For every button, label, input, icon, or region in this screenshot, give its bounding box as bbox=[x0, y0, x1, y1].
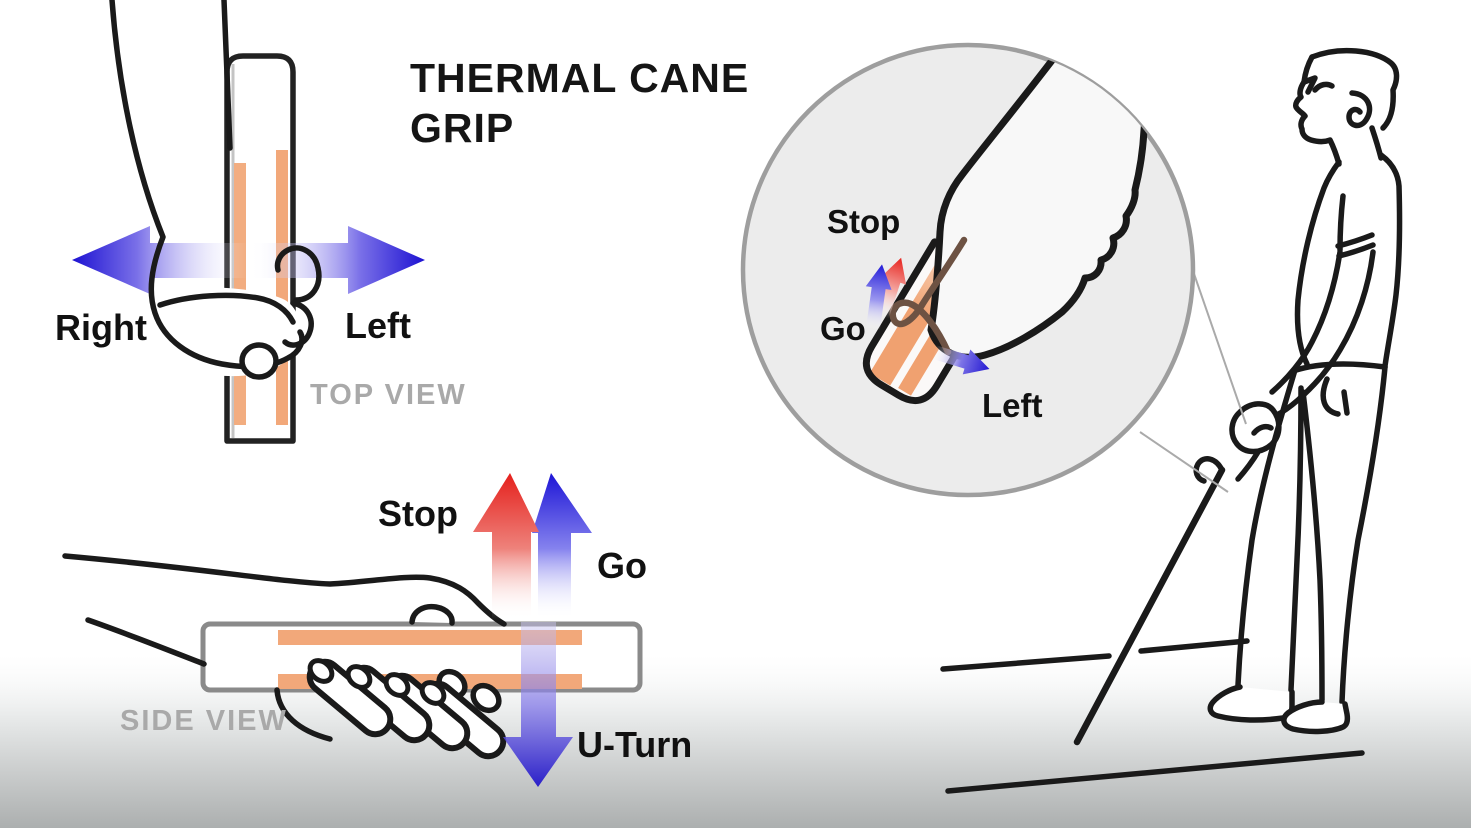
right-direction-arrow bbox=[72, 226, 256, 294]
figure-front-leg-front bbox=[1235, 367, 1298, 688]
figure-back bbox=[1378, 152, 1403, 369]
figure-face-profile bbox=[1293, 79, 1342, 167]
figure-pocket bbox=[1320, 376, 1341, 417]
top-view-caption: TOP VIEW bbox=[310, 379, 467, 411]
thermal-strip-right bbox=[276, 150, 288, 425]
top-view-label-left: Left bbox=[345, 305, 411, 346]
figure-front-leg-back bbox=[1288, 385, 1304, 693]
top-view-knuckle-upper bbox=[274, 245, 322, 303]
top-view-knuckle-lower bbox=[282, 300, 314, 348]
side-view-arm-bottom bbox=[85, 617, 207, 667]
figure-back-shoe bbox=[1281, 699, 1351, 735]
uturn-arrow bbox=[503, 622, 573, 787]
top-view-thumb-tip bbox=[239, 342, 279, 380]
inset-label-stop: Stop bbox=[827, 203, 900, 240]
figure-hair bbox=[1309, 47, 1400, 131]
figure-eyebrow bbox=[1312, 81, 1335, 93]
callout-line-lower bbox=[1139, 431, 1229, 493]
side-thermal-strip-top bbox=[278, 630, 582, 645]
inset-label-go: Go bbox=[820, 310, 866, 347]
inset-cane-lower-outline bbox=[862, 238, 988, 405]
go-arrow bbox=[532, 473, 592, 624]
inset-left-arrow bbox=[931, 345, 990, 375]
callout-line-upper bbox=[1191, 267, 1247, 425]
side-view-arm-top bbox=[62, 553, 507, 627]
side-view-diagram: Stop Go U-Turn SIDE VIEW bbox=[62, 473, 692, 787]
side-view-fingernails bbox=[307, 658, 447, 706]
top-view-arm-left-edge bbox=[109, 0, 305, 370]
ground-line-upper-left bbox=[940, 653, 1112, 672]
ground-line-upper-right bbox=[1138, 638, 1250, 654]
ground-line-lower bbox=[945, 750, 1365, 794]
cane-handle bbox=[1193, 456, 1225, 484]
side-view-caption: SIDE VIEW bbox=[120, 705, 288, 737]
top-view-label-right: Right bbox=[55, 307, 147, 348]
figure-arm-front-edge bbox=[1269, 249, 1343, 395]
figure-waist bbox=[1290, 361, 1388, 374]
left-direction-arrow bbox=[242, 226, 425, 294]
figure-sleeve-band-1 bbox=[1335, 232, 1375, 249]
top-view-arm-right-edge bbox=[221, 0, 233, 151]
side-view-palm bbox=[274, 687, 333, 742]
figure-chest bbox=[1294, 159, 1342, 367]
figure-pocket-seam bbox=[1341, 389, 1350, 416]
pedestrian-cane bbox=[1073, 466, 1226, 746]
magnified-grip-inset: Stop Go Left bbox=[740, 42, 1247, 498]
inset-thumb bbox=[889, 236, 968, 356]
figure-fist-thumb bbox=[1251, 423, 1274, 436]
top-view-diagram: Right Left TOP VIEW bbox=[55, 0, 467, 444]
side-view-thumb bbox=[409, 603, 455, 626]
figure-hair-curl bbox=[1346, 90, 1373, 129]
figure-fist-finger bbox=[1235, 449, 1261, 482]
top-view-finger-over-cane bbox=[157, 292, 296, 325]
side-view-label-uturn: U-Turn bbox=[577, 724, 692, 765]
figure-front-shoe bbox=[1207, 684, 1295, 723]
page-title: THERMAL CANE GRIP bbox=[410, 55, 749, 151]
title-line-1: THERMAL CANE bbox=[410, 55, 749, 101]
side-view-label-go: Go bbox=[597, 545, 647, 586]
figure-back-leg-front bbox=[1300, 389, 1325, 703]
figure-back-leg-back bbox=[1339, 364, 1388, 705]
stop-arrow bbox=[473, 473, 539, 624]
figure-sleeve-inner bbox=[1337, 193, 1346, 253]
title-line-2: GRIP bbox=[410, 105, 514, 151]
inset-go-arrow bbox=[865, 264, 892, 331]
side-view-label-stop: Stop bbox=[378, 493, 458, 534]
inset-label-left: Left bbox=[982, 387, 1043, 424]
